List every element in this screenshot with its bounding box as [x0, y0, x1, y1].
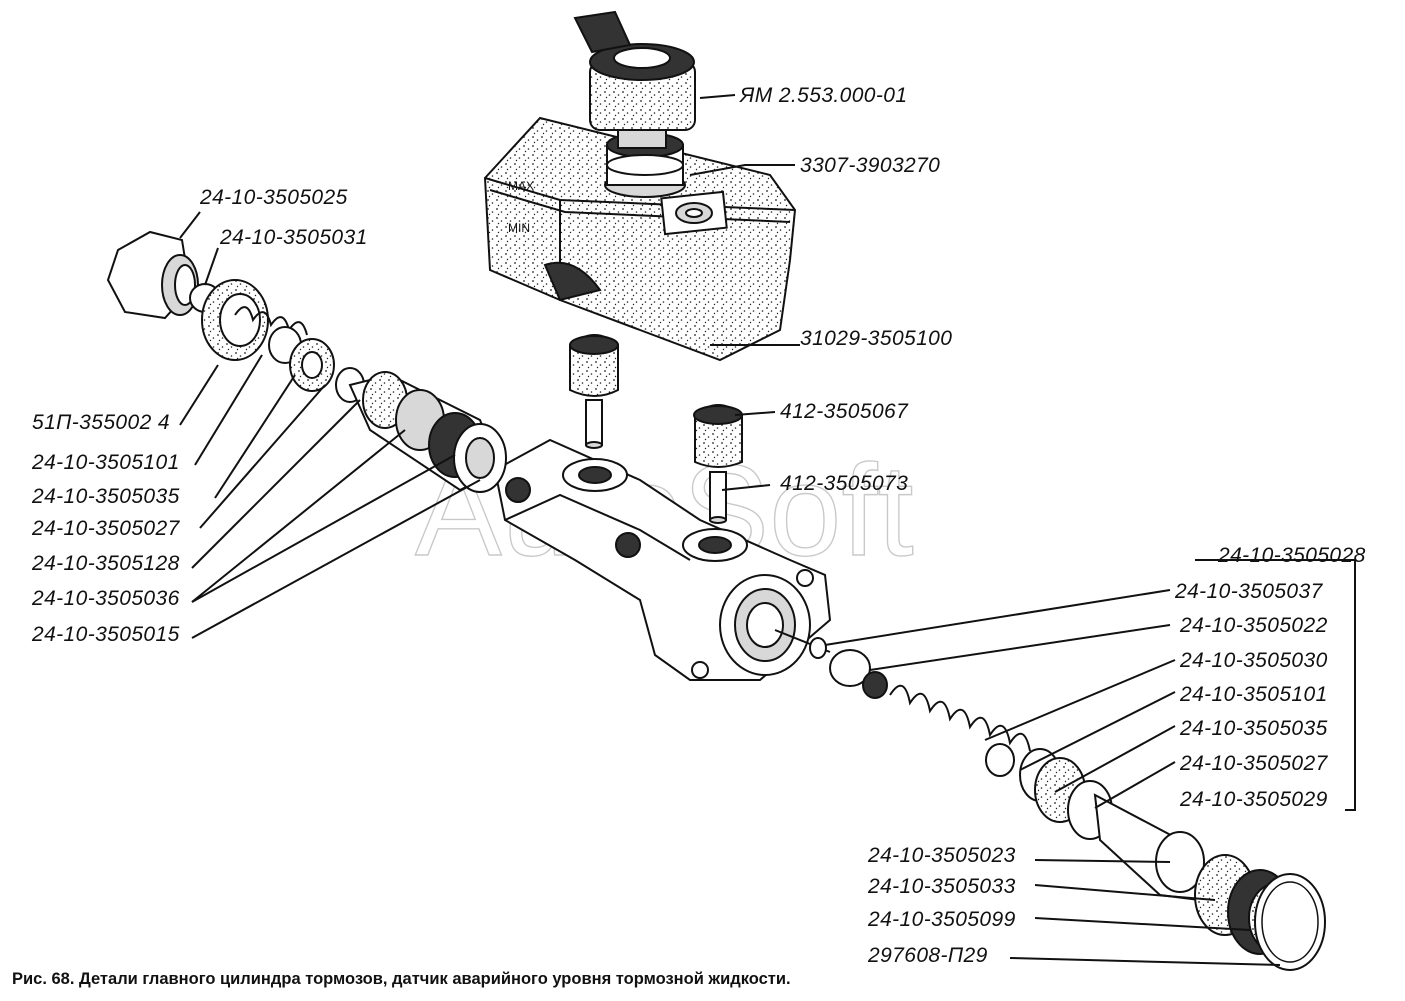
- right-spring: [889, 684, 1031, 777]
- label-left-015: 24-10-3505015: [31, 623, 180, 646]
- label-left-035: 24-10-3505035: [31, 485, 180, 508]
- label-valve-067: 412-3505067: [780, 400, 909, 423]
- label-bottom-023: 24-10-3505023: [867, 844, 1016, 867]
- left-spring: [234, 306, 365, 403]
- left-piston: [348, 371, 507, 493]
- label-plug: 24-10-3505025: [199, 186, 348, 209]
- label-bottom-p29: 297608-П29: [867, 944, 988, 967]
- max-mark: MAX: [508, 179, 534, 193]
- reservoir-tank: MAX MIN: [483, 116, 797, 362]
- pushrod: [774, 629, 888, 699]
- label-right-035: 24-10-3505035: [1179, 717, 1328, 740]
- label-valve-073: 412-3505073: [780, 472, 908, 495]
- gasket-washer: [189, 279, 269, 361]
- label-right-022: 24-10-3505022: [1179, 614, 1328, 637]
- label-left-128: 24-10-3505128: [31, 552, 180, 575]
- valve-right: [693, 404, 743, 524]
- level-sensor: [573, 10, 696, 149]
- reservoir-cap: [604, 132, 686, 198]
- label-right-030: 24-10-3505030: [1179, 649, 1328, 672]
- label-right-029: 24-10-3505029: [1179, 788, 1328, 811]
- leader-lines: [179, 94, 1356, 966]
- label-bottom-033: 24-10-3505033: [867, 875, 1016, 898]
- label-right-037: 24-10-3505037: [1174, 580, 1324, 603]
- figure-caption: Рис. 68. Детали главного цилиндра тормоз…: [12, 970, 791, 988]
- label-right-101: 24-10-3505101: [1179, 683, 1328, 706]
- label-cap: 3307-3903270: [800, 154, 940, 177]
- label-ring-51p: 51П-355002 4: [32, 411, 170, 434]
- label-left-036: 24-10-3505036: [31, 587, 180, 610]
- valve-left: [569, 334, 619, 449]
- label-left-027: 24-10-3505027: [31, 517, 181, 540]
- label-left-101: 24-10-3505101: [31, 451, 180, 474]
- label-bottom-099: 24-10-3505099: [867, 908, 1016, 931]
- label-right-027: 24-10-3505027: [1179, 752, 1329, 775]
- label-reservoir: 31029-3505100: [800, 327, 952, 350]
- cylinder-body: [493, 438, 832, 681]
- min-mark: MIN: [508, 221, 530, 235]
- label-ym-sensor: ЯМ 2.553.000-01: [739, 84, 907, 107]
- label-group-028: 24-10-3505028: [1217, 544, 1366, 567]
- plug-nut: [106, 230, 199, 320]
- label-gasket: 24-10-3505031: [219, 226, 368, 249]
